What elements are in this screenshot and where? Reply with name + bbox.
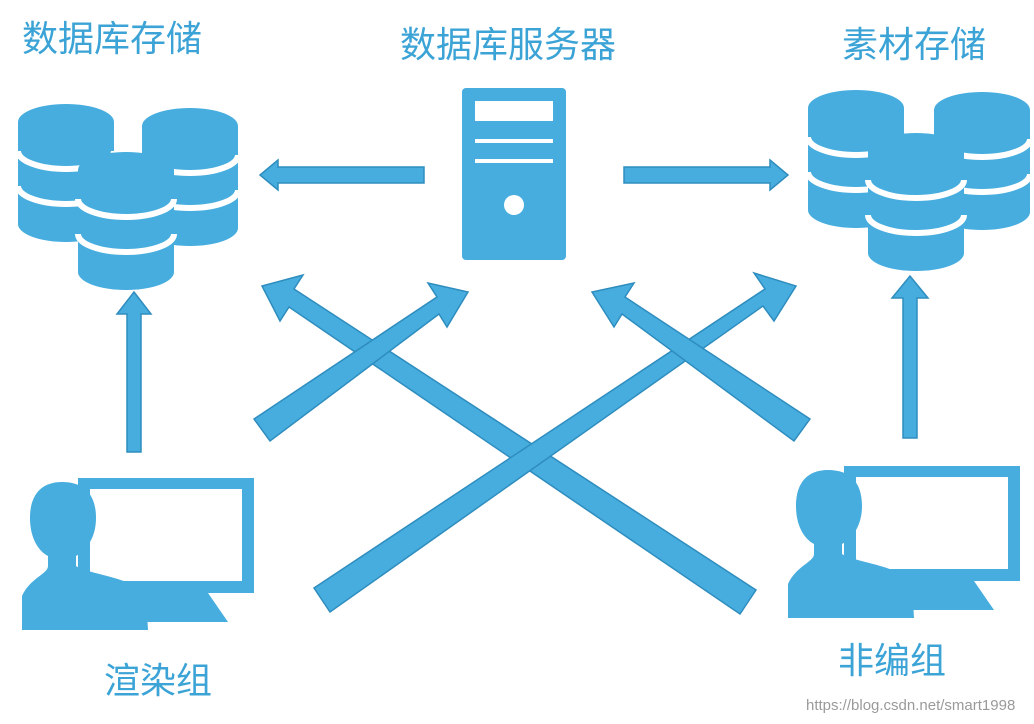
- database-server-label: 数据库服务器: [400, 25, 617, 66]
- watermark-url: https://blog.csdn.net/smart1998: [806, 697, 1016, 714]
- arrow-server-to-database-storage: [258, 158, 425, 192]
- arrow-server-to-asset-storage: [623, 158, 790, 192]
- arrow-nonlinear-to-server: [590, 281, 812, 443]
- user-monitor-icon: [788, 466, 1020, 618]
- nonlinear-edit-group-label: 非编组: [838, 641, 947, 682]
- server-tower-icon: [462, 88, 566, 260]
- asset-storage-label: 素材存储: [842, 25, 987, 66]
- database-stack-icon: [18, 104, 238, 290]
- render-group-label: 渲染组: [104, 661, 213, 702]
- arrow-render-to-asset-storage: [312, 271, 798, 614]
- arrow-render-to-database-storage: [115, 290, 153, 453]
- database-stack-icon: [808, 90, 1030, 271]
- arrow-nonlinear-to-database-storage: [260, 273, 758, 616]
- database-storage-label: 数据库存储: [22, 19, 203, 60]
- user-monitor-icon: [22, 478, 254, 630]
- arrow-render-to-server: [252, 281, 470, 443]
- arrow-nonlinear-to-asset-storage: [890, 274, 930, 439]
